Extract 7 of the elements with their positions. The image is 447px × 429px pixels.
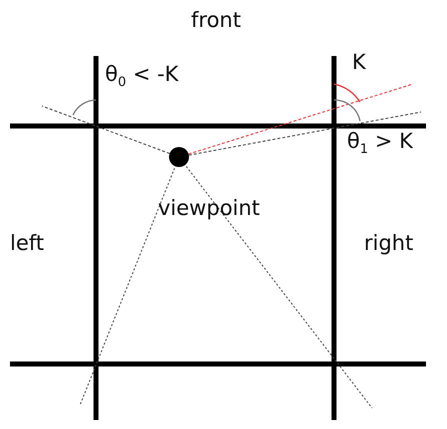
viewpoint-label: viewpoint xyxy=(158,198,260,219)
view-label: left xyxy=(10,233,44,254)
view-label: front xyxy=(191,10,241,31)
view-label: right xyxy=(364,233,414,254)
angle-label: θ$_{1}$ > K xyxy=(347,131,413,156)
angle-label: K xyxy=(352,52,366,73)
angle-label: θ$_{0}$ < -K xyxy=(105,64,178,90)
